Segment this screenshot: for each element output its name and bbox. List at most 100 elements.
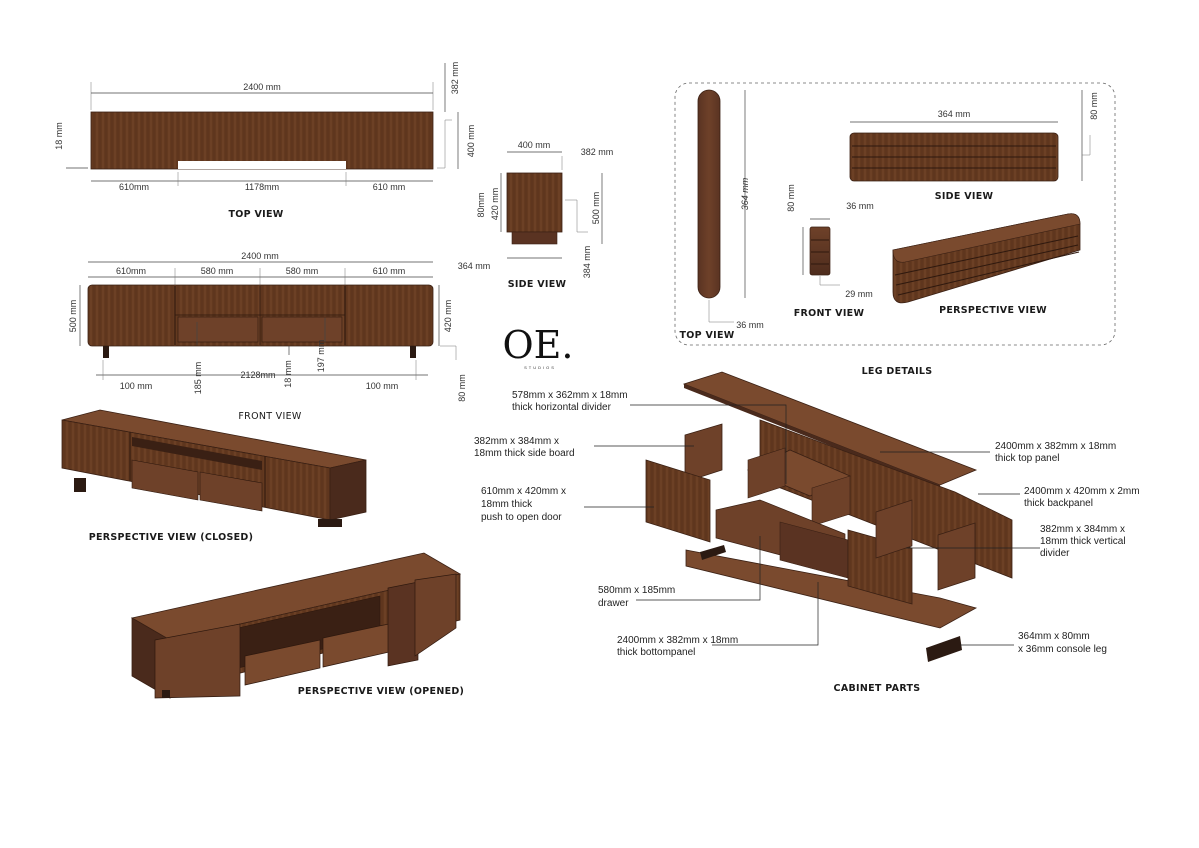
leg-details: 364 mm 36 mm TOP VIEW 364 mm 80 mm SIDE … bbox=[674, 82, 1116, 377]
top-view-dim-side: 400 mm bbox=[466, 125, 476, 158]
front-view-title: FRONT VIEW bbox=[238, 411, 301, 422]
part-label-1-line1: 382mm x 384mm x bbox=[474, 436, 559, 447]
part-side-board-right bbox=[937, 522, 976, 591]
leg-side-view-title: SIDE VIEW bbox=[935, 191, 994, 202]
leg-side-dim-height: 80 mm bbox=[1089, 92, 1099, 120]
part-label-7-line2: 18mm thick vertical bbox=[1040, 536, 1126, 547]
leg-details-title: LEG DETAILS bbox=[862, 366, 933, 377]
leg-front-view-shape bbox=[809, 226, 831, 276]
top-view-dim-left: 610mm bbox=[119, 182, 149, 192]
side-view-dim-width: 400 mm bbox=[518, 140, 551, 150]
part-label-5-line1: 2400mm x 382mm x 18mm bbox=[995, 441, 1116, 452]
part-label-3-line2: drawer bbox=[598, 598, 629, 609]
leg-side-dim-length: 364 mm bbox=[938, 109, 971, 119]
perspective-closed: PERSPECTIVE VIEW (CLOSED) bbox=[61, 409, 367, 543]
part-label-0-line1: 578mm x 362mm x 18mm bbox=[512, 390, 628, 401]
part-label-7-line1: 382mm x 384mm x bbox=[1040, 524, 1125, 535]
part-label-8-line2: x 36mm console leg bbox=[1018, 644, 1107, 655]
top-view: 2400 mm 382 mm 400 mm 18 mm 610mm 1178mm… bbox=[54, 62, 476, 220]
logo-mark: OE. bbox=[503, 323, 574, 367]
part-label-0: 578mm x 362mm x 18mm thick horizontal di… bbox=[512, 390, 630, 413]
side-view-dim-total: 500 mm bbox=[591, 192, 601, 225]
leg-top-view-title: TOP VIEW bbox=[679, 330, 734, 341]
studio-logo: OE. STUDIOS bbox=[503, 323, 574, 370]
part-label-3: 580mm x 185mm drawer bbox=[598, 585, 678, 609]
front-view-dim-seg2: 580 mm bbox=[201, 266, 234, 276]
leg-details-frame bbox=[674, 82, 1116, 346]
front-view-dim-drawer: 185 mm bbox=[193, 362, 203, 395]
top-view-title: TOP VIEW bbox=[228, 209, 283, 220]
side-view-title: SIDE VIEW bbox=[508, 279, 567, 290]
leg-front-dim-height: 80 mm bbox=[786, 184, 796, 212]
part-label-6-line1: 2400mm x 420mm x 2mm bbox=[1024, 486, 1140, 497]
part-label-5: 2400mm x 382mm x 18mm thick top panel bbox=[995, 441, 1119, 464]
part-label-6: 2400mm x 420mm x 2mm thick backpanel bbox=[1024, 486, 1142, 509]
front-view-dim-thk: 18 mm bbox=[283, 360, 293, 388]
front-view-dim-total: 2400 mm bbox=[241, 251, 279, 261]
part-vertical-divider bbox=[875, 499, 913, 559]
top-view-dim-depth: 382 mm bbox=[450, 62, 460, 95]
perspective-opened: PERSPECTIVE VIEW (OPENED) bbox=[130, 552, 464, 699]
side-view: 400 mm 382 mm 80mm 420 mm 500 mm 384 mm … bbox=[458, 140, 614, 290]
top-view-notch bbox=[178, 161, 346, 169]
cabinet-parts: 578mm x 362mm x 18mm thick horizontal di… bbox=[474, 371, 1142, 694]
part-label-1-line2: 18mm thick side board bbox=[474, 448, 575, 459]
front-view-dim-seg4: 610 mm bbox=[373, 266, 406, 276]
top-view-dim-total: 2400 mm bbox=[243, 82, 281, 92]
side-view-body bbox=[506, 172, 563, 233]
leg-top-dim-length: 364 mm bbox=[740, 177, 750, 210]
part-label-8-line1: 364mm x 80mm bbox=[1018, 631, 1090, 642]
top-view-body bbox=[90, 111, 434, 170]
part-label-6-line2: thick backpanel bbox=[1024, 498, 1093, 509]
side-view-dim-body: 420 mm bbox=[490, 188, 500, 221]
part-label-2-line3: push to open door bbox=[481, 512, 562, 523]
front-view-body bbox=[87, 284, 434, 347]
front-view: 2400 mm 610mm 580 mm 580 mm 610 mm 500 m… bbox=[68, 251, 467, 422]
top-view-dim-left-thk: 18 mm bbox=[54, 122, 64, 150]
front-view-dim-shelf: 197 mm bbox=[316, 340, 326, 373]
front-view-drawer-left bbox=[177, 316, 259, 343]
logo-subtitle: STUDIOS bbox=[524, 365, 556, 370]
side-view-base bbox=[511, 231, 558, 245]
side-view-dim-leg: 80mm bbox=[476, 192, 486, 217]
part-label-4-line1: 2400mm x 382mm x 18mm bbox=[617, 635, 738, 646]
part-label-3-line1: 580mm x 185mm bbox=[598, 585, 675, 596]
part-label-8: 364mm x 80mm x 36mm console leg bbox=[1018, 631, 1107, 655]
front-view-dim-seg3: 580 mm bbox=[286, 266, 319, 276]
leg-top-view-shape bbox=[697, 89, 721, 299]
front-view-dim-right-leg: 100 mm bbox=[366, 381, 399, 391]
leg-front-view-title: FRONT VIEW bbox=[794, 308, 865, 319]
part-label-5-line2: thick top panel bbox=[995, 453, 1060, 464]
leg-front-dim-width: 36 mm bbox=[846, 201, 874, 211]
part-label-4-line2: thick bottompanel bbox=[617, 647, 695, 658]
part-side-board bbox=[684, 423, 723, 483]
perspective-closed-title: PERSPECTIVE VIEW (CLOSED) bbox=[89, 532, 254, 543]
side-view-dim-depth: 382 mm bbox=[581, 147, 614, 157]
part-console-leg bbox=[926, 636, 962, 662]
part-label-2-line1: 610mm x 420mm x bbox=[481, 486, 566, 497]
front-view-leg-right bbox=[410, 346, 416, 358]
front-view-dim-body: 420 mm bbox=[443, 300, 453, 333]
top-view-dim-middle: 1178mm bbox=[245, 182, 279, 192]
part-label-7: 382mm x 384mm x 18mm thick vertical divi… bbox=[1040, 524, 1128, 559]
perspective-opened-title: PERSPECTIVE VIEW (OPENED) bbox=[298, 686, 464, 697]
part-label-2: 610mm x 420mm x 18mm thick push to open … bbox=[481, 486, 569, 523]
front-view-leg-left bbox=[103, 346, 109, 358]
part-label-2-line2: 18mm thick bbox=[481, 499, 533, 510]
part-label-7-line3: divider bbox=[1040, 548, 1070, 559]
leg-perspective-title: PERSPECTIVE VIEW bbox=[939, 305, 1047, 316]
side-view-dim-base: 364 mm bbox=[458, 261, 491, 271]
part-door-left bbox=[645, 459, 711, 543]
front-view-dim-height: 500 mm bbox=[68, 300, 78, 333]
top-view-dim-right: 610 mm bbox=[373, 182, 406, 192]
side-view-dim-inner: 384 mm bbox=[582, 246, 592, 279]
front-view-drawer-right bbox=[261, 316, 343, 343]
part-label-1: 382mm x 384mm x 18mm thick side board bbox=[474, 436, 575, 459]
part-label-4: 2400mm x 382mm x 18mm thick bottompanel bbox=[617, 635, 741, 658]
front-view-dim-left-leg: 100 mm bbox=[120, 381, 153, 391]
leg-top-dim-width: 36 mm bbox=[736, 320, 764, 330]
front-view-dim-leg-span: 2128mm bbox=[240, 370, 275, 380]
cabinet-parts-title: CABINET PARTS bbox=[834, 683, 921, 694]
